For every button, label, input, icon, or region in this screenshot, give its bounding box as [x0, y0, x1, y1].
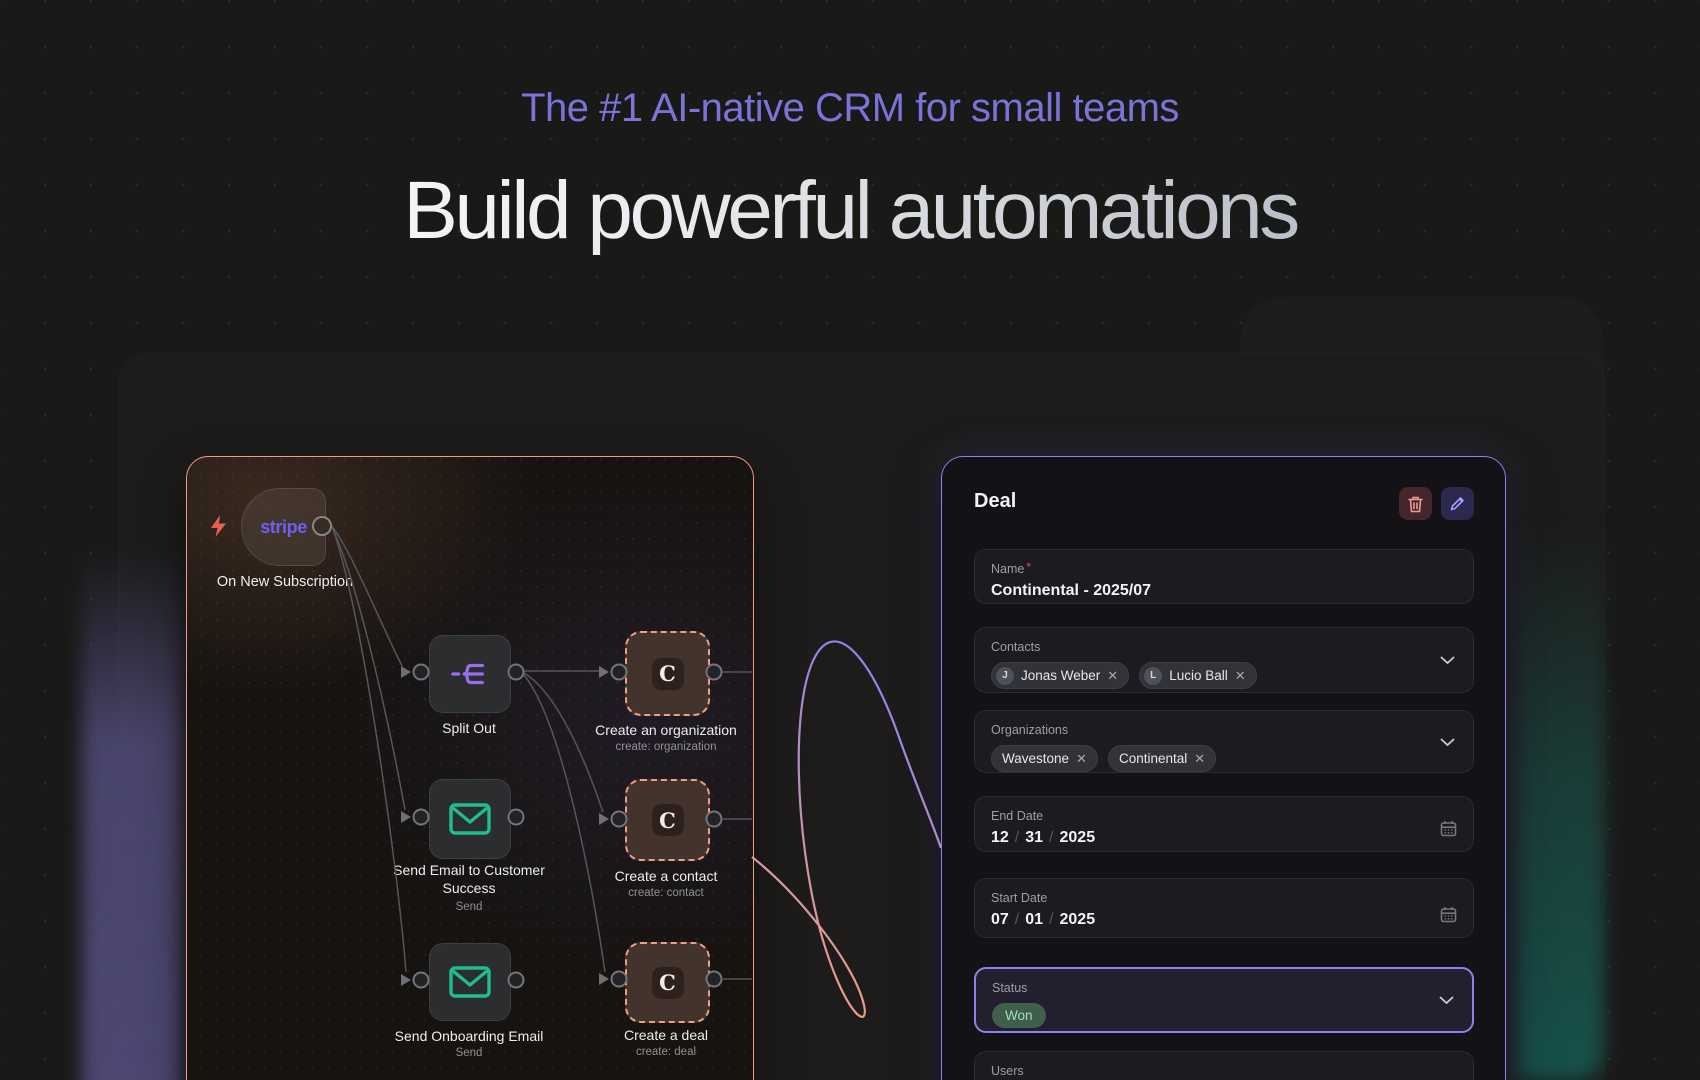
node-sub-send-onboarding: Send	[455, 1047, 483, 1059]
remove-chip-icon[interactable]: ✕	[1234, 667, 1246, 683]
teal-glow	[1516, 520, 1604, 1080]
copper-c-icon: C	[651, 804, 684, 836]
page-title: Build powerful automations	[0, 164, 1700, 258]
field-label: Users	[991, 1064, 1024, 1078]
deal-detail-panel: Deal Name* Continental - 2025/07 Cont	[941, 456, 1506, 1080]
workflow-canvas: stripe On New Subscription Split Out Sen…	[186, 456, 754, 1080]
delete-deal-button[interactable]	[1399, 487, 1432, 520]
chevron-down-icon[interactable]	[1439, 996, 1454, 1005]
organization-chip[interactable]: Wavestone ✕	[991, 745, 1098, 772]
date-year[interactable]: 2025	[1059, 829, 1096, 846]
remove-chip-icon[interactable]: ✕	[1194, 750, 1206, 766]
edit-deal-button[interactable]	[1441, 487, 1474, 520]
pencil-icon	[1449, 495, 1466, 512]
node-sub-send-email-cs: Send	[455, 901, 483, 913]
avatar: L	[1144, 666, 1163, 685]
purple-glow	[82, 548, 182, 1080]
date-day[interactable]: 31	[1025, 829, 1044, 846]
workflow-node-send-email-cs[interactable]	[429, 779, 511, 859]
date-separator: /	[1049, 829, 1054, 846]
hero-eyebrow: The #1 AI-native CRM for small teams	[521, 86, 1179, 130]
date-month[interactable]: 12	[991, 829, 1009, 846]
split-icon	[451, 655, 489, 693]
calendar-icon[interactable]	[1440, 820, 1457, 837]
field-label: Contacts	[991, 640, 1041, 654]
chevron-down-icon[interactable]	[1440, 656, 1455, 665]
end-date-field[interactable]: End Date 12 / 31 / 2025	[974, 796, 1474, 852]
field-label: Name	[991, 562, 1025, 576]
date-year[interactable]: 2025	[1059, 911, 1096, 928]
date-month[interactable]: 07	[991, 911, 1009, 928]
node-label-create-contact: Create a contact	[614, 868, 718, 884]
chevron-down-icon[interactable]	[1440, 738, 1455, 747]
status-field[interactable]: Status Won	[974, 967, 1474, 1033]
node-label-send-onboarding: Send Onboarding Email	[394, 1028, 544, 1044]
contact-chip[interactable]: L Lucio Ball ✕	[1139, 662, 1257, 689]
mail-icon	[449, 803, 491, 835]
copper-c-icon: C	[651, 966, 684, 999]
chip-label: Wavestone	[1002, 751, 1070, 766]
avatar: J	[996, 666, 1014, 685]
workflow-node-create-organization[interactable]: C	[625, 631, 710, 716]
node-sub-create-organization: create: organization	[615, 741, 717, 753]
calendar-icon[interactable]	[1440, 906, 1457, 923]
workflow-node-create-deal[interactable]: C	[625, 942, 710, 1023]
chip-label: Lucio Ball	[1169, 668, 1228, 683]
contacts-field[interactable]: Contacts J Jonas Weber ✕ L Lucio Ball ✕	[974, 627, 1474, 693]
node-label-split-out: Split Out	[442, 720, 496, 736]
field-label: Status	[992, 981, 1028, 995]
chip-label: Jonas Weber	[1021, 668, 1101, 683]
trash-icon	[1407, 495, 1424, 513]
name-value: Continental - 2025/07	[991, 582, 1152, 599]
workflow-node-split-out[interactable]	[429, 635, 511, 713]
mail-icon	[449, 966, 491, 998]
chip-label: Continental	[1118, 751, 1188, 766]
remove-chip-icon[interactable]: ✕	[1107, 667, 1119, 683]
workflow-node-stripe-trigger[interactable]: stripe	[241, 488, 326, 566]
remove-chip-icon[interactable]: ✕	[1076, 750, 1087, 766]
field-label: Organizations	[991, 723, 1069, 737]
date-separator: /	[1014, 911, 1020, 928]
name-field[interactable]: Name* Continental - 2025/07	[974, 549, 1474, 604]
node-sub-create-contact: create: contact	[628, 887, 704, 899]
zap-icon	[210, 515, 227, 537]
node-label-trigger: On New Subscription	[216, 574, 354, 590]
organization-chip[interactable]: Continental ✕	[1107, 745, 1217, 772]
field-label: Start Date	[991, 891, 1048, 905]
node-label-send-email-cs: Send Email to Customer Success	[393, 862, 545, 897]
stripe-logo: stripe	[260, 516, 307, 537]
copper-c-icon: C	[651, 657, 684, 690]
start-date-field[interactable]: Start Date 07 / 01 / 2025	[974, 878, 1474, 938]
date-separator: /	[1049, 911, 1054, 928]
node-label-create-organization: Create an organization	[595, 722, 737, 738]
node-label-create-deal: Create a deal	[623, 1027, 709, 1043]
workflow-node-send-onboarding[interactable]	[429, 943, 511, 1021]
contact-chip[interactable]: J Jonas Weber ✕	[991, 662, 1130, 689]
date-day[interactable]: 01	[1025, 911, 1044, 928]
field-label: End Date	[991, 809, 1044, 823]
required-mark: *	[1026, 560, 1032, 574]
status-badge: Won	[992, 1003, 1046, 1028]
date-separator: /	[1014, 829, 1020, 846]
panel-title: Deal	[974, 490, 1017, 512]
organizations-field[interactable]: Organizations Wavestone ✕ Continental ✕	[974, 710, 1474, 773]
users-field[interactable]: Users	[974, 1051, 1474, 1080]
node-sub-create-deal: create: deal	[635, 1046, 697, 1058]
workflow-node-create-contact[interactable]: C	[625, 779, 710, 861]
